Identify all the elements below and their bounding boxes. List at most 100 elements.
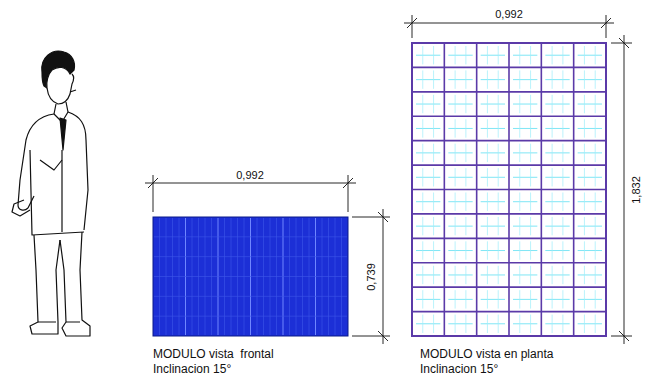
cell-line [481, 299, 505, 300]
cell-line [448, 55, 472, 56]
cell-line [584, 217, 585, 235]
cell-line [584, 266, 585, 284]
cell-line [545, 299, 569, 300]
cell-line [513, 250, 537, 251]
plan-panel-cells [412, 43, 606, 336]
cell-line [578, 226, 602, 227]
cell-line [519, 168, 520, 186]
plan-panel [412, 43, 606, 336]
view-caption: MODULO vista en planta [420, 348, 553, 361]
cell-line [519, 315, 520, 333]
cell-line [416, 177, 440, 178]
cell-line [498, 70, 499, 88]
cell-line [545, 250, 569, 251]
cell-line [530, 168, 531, 186]
cell-line [416, 79, 440, 80]
cell-line [422, 241, 423, 259]
cell-line [562, 70, 563, 88]
cell-line [578, 79, 602, 80]
cell-line [513, 299, 537, 300]
cell-line [487, 70, 488, 88]
cell-line [584, 315, 585, 333]
cell-line [422, 70, 423, 88]
cell-line [154, 256, 347, 257]
dimension-text: 0,992 [493, 8, 525, 20]
cell-line [519, 193, 520, 211]
cell-line [465, 193, 466, 211]
cell-line [422, 119, 423, 137]
cell-line [562, 290, 563, 308]
cell-line [465, 266, 466, 284]
cell-line [595, 144, 596, 162]
cell-line [513, 152, 537, 153]
cell-line [448, 226, 472, 227]
cell-line [448, 79, 472, 80]
cell-line [455, 70, 456, 88]
cell-line [584, 95, 585, 113]
cell-line [530, 241, 531, 259]
cell-line [465, 119, 466, 137]
cell-line [545, 128, 569, 129]
cell-line [498, 315, 499, 333]
cell-line [519, 290, 520, 308]
cell-line [562, 168, 563, 186]
cell-line [455, 168, 456, 186]
cell-line [481, 323, 505, 324]
cell-line [498, 144, 499, 162]
cell-line [530, 315, 531, 333]
cell-line [465, 290, 466, 308]
cell-line [487, 290, 488, 308]
cell-line [433, 217, 434, 235]
cell-line [412, 189, 606, 191]
cell-line [530, 95, 531, 113]
cell-line [513, 79, 537, 80]
cell-line [487, 46, 488, 64]
cell-line [412, 164, 606, 166]
cell-line [448, 152, 472, 153]
cell-line [584, 46, 585, 64]
cell-line [552, 70, 553, 88]
cell-line [545, 323, 569, 324]
cell-line [552, 168, 553, 186]
cell-line [416, 104, 440, 105]
cell-line [545, 152, 569, 153]
cell-line [498, 95, 499, 113]
cell-line [416, 274, 440, 275]
cell-line [519, 217, 520, 235]
cell-line [595, 266, 596, 284]
cell-line [455, 241, 456, 259]
cell-line [422, 168, 423, 186]
cell-line [433, 241, 434, 259]
cell-line [433, 290, 434, 308]
cell-line [465, 217, 466, 235]
cell-line [595, 315, 596, 333]
cell-line [513, 128, 537, 129]
cell-line [552, 241, 553, 259]
cell-line [154, 276, 347, 277]
cell-line [530, 290, 531, 308]
cell-line [530, 144, 531, 162]
cell-line [498, 290, 499, 308]
cell-line [498, 193, 499, 211]
cell-line [584, 241, 585, 259]
cell-line [595, 70, 596, 88]
cell-line [433, 46, 434, 64]
cell-line [578, 104, 602, 105]
dimension-lines [145, 15, 632, 344]
cell-line [498, 46, 499, 64]
cell-line [562, 266, 563, 284]
cell-line [545, 201, 569, 202]
cell-line [465, 46, 466, 64]
cell-line [481, 250, 505, 251]
cell-line [513, 104, 537, 105]
cell-line [562, 193, 563, 211]
cell-line [455, 144, 456, 162]
cell-line [448, 201, 472, 202]
cell-line [584, 70, 585, 88]
cell-line [433, 144, 434, 162]
cell-line [595, 241, 596, 259]
cell-line [416, 323, 440, 324]
cell-line [498, 266, 499, 284]
cell-line [584, 193, 585, 211]
